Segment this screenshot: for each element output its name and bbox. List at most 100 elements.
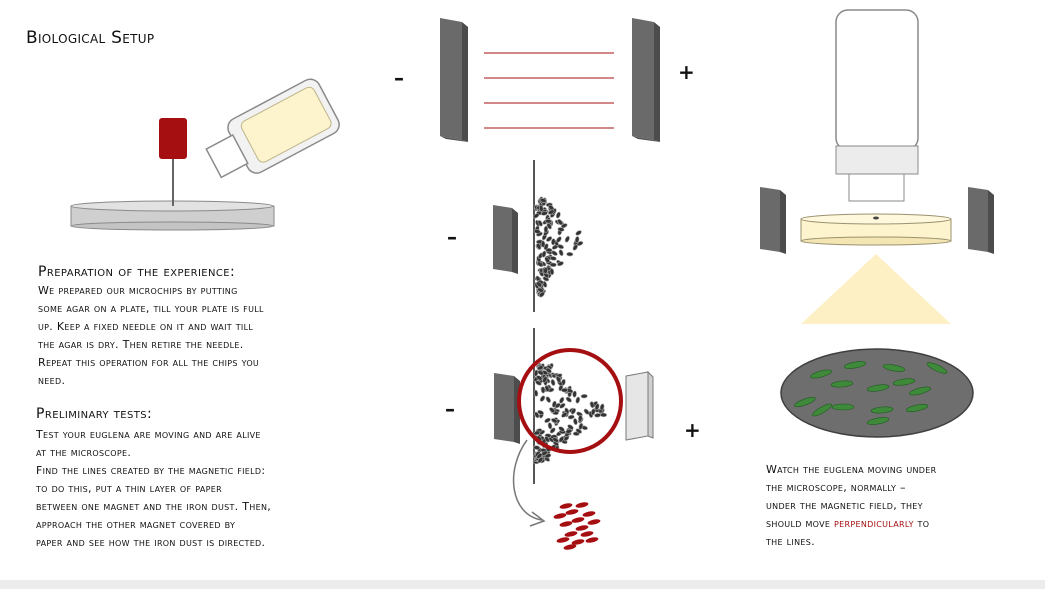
tests-line: to do this, put a thin layer of paper	[36, 482, 222, 495]
euglena	[810, 369, 832, 379]
plus-sign: +	[684, 418, 701, 442]
preparation-heading: Preparation of the experience:	[38, 264, 236, 280]
iron-particle	[549, 407, 556, 413]
iron-particle	[538, 291, 545, 298]
magnified-particle	[587, 519, 601, 525]
iron-particle	[573, 418, 578, 426]
iron-particle	[537, 287, 544, 293]
tests-line: Find the lines created by the magnetic f…	[36, 464, 266, 477]
iron-dust-cluster	[532, 362, 607, 465]
magnified-particle	[556, 537, 570, 543]
magnified-particle	[559, 521, 573, 527]
light-beam	[801, 254, 951, 324]
magnifier-circle	[517, 348, 623, 454]
iron-dust-test-2	[494, 328, 654, 550]
iron-particle	[549, 427, 556, 434]
iron-particle	[560, 223, 568, 229]
euglena	[892, 378, 916, 386]
iron-particle	[542, 376, 548, 383]
iron-particle	[534, 411, 540, 419]
iron-particle	[567, 424, 574, 430]
magnified-particle	[565, 509, 579, 515]
euglena	[905, 403, 929, 413]
tests-line: at the microscope.	[36, 446, 132, 459]
iron-particle	[533, 369, 539, 377]
iron-particle	[570, 408, 577, 415]
watch-text-part: to	[913, 517, 930, 530]
iron-particle	[558, 249, 564, 257]
iron-particle	[555, 376, 562, 383]
iron-particle	[599, 403, 605, 411]
iron-particle	[556, 236, 562, 243]
microchip-plate	[800, 213, 952, 246]
preparation-line: Repeat this operation for all the chips …	[38, 356, 260, 369]
iron-particle	[537, 409, 544, 415]
iron-particle	[578, 414, 583, 422]
euglena	[882, 364, 906, 372]
magnified-particle	[571, 539, 585, 545]
iron-particle	[537, 370, 544, 376]
iron-particle	[551, 418, 558, 424]
tests-line: approach the other magnet covered by	[36, 518, 236, 531]
watch-text-part: should move	[766, 517, 835, 530]
iron-particle	[575, 230, 582, 236]
magnified-particle	[571, 517, 585, 523]
euglena	[794, 396, 816, 408]
euglena	[812, 403, 832, 417]
euglena	[870, 406, 894, 414]
iron-particle	[572, 390, 577, 398]
preparation-text: We prepared our microchips by putting so…	[38, 282, 368, 390]
euglena	[926, 362, 948, 374]
iron-particle	[594, 413, 602, 418]
iron-particle	[574, 236, 580, 244]
iron-particle	[541, 250, 547, 258]
arrow	[512, 439, 543, 521]
euglena-group	[794, 361, 948, 425]
preparation-line: need.	[38, 374, 66, 387]
watch-line: should move perpendicularly to	[766, 515, 1026, 533]
iron-particle	[594, 403, 600, 411]
tests-line: Test your euglena are moving and are ali…	[36, 428, 261, 441]
iron-dust-test-1	[493, 160, 584, 312]
microscope-magnets	[760, 187, 994, 254]
agar-bottle	[205, 78, 340, 179]
iron-particle	[600, 412, 607, 418]
iron-particle	[552, 437, 559, 443]
minus-sign: –	[394, 66, 404, 90]
watch-line: the microscope, normally –	[766, 481, 906, 494]
iron-particle	[543, 267, 548, 275]
tests-line: between one magnet and the iron dust. Th…	[36, 500, 272, 513]
iron-particle	[533, 430, 541, 436]
iron-particle	[533, 229, 541, 234]
preparation-line: We prepared our microchips by putting	[38, 284, 238, 297]
iron-particle	[559, 396, 565, 404]
iron-particle	[557, 261, 564, 267]
iron-particle	[547, 422, 553, 430]
microscope	[835, 9, 919, 202]
agar-plate	[70, 200, 275, 231]
euglena	[831, 403, 855, 411]
tests-line: paper and see how the iron dust is direc…	[36, 536, 266, 549]
minus-sign: –	[447, 225, 457, 249]
iron-dust-cluster	[532, 196, 584, 298]
iron-particle	[539, 198, 547, 203]
iron-particle	[544, 256, 550, 264]
iron-particle	[575, 396, 581, 404]
iron-particle	[565, 428, 573, 434]
minus-sign: –	[445, 397, 455, 421]
microscope-view	[780, 348, 974, 438]
iron-particle	[533, 389, 539, 397]
iron-particle	[550, 379, 556, 386]
page-title: Biological Setup	[26, 28, 155, 48]
iron-particle	[580, 393, 588, 399]
magnified-particle	[559, 503, 573, 509]
iron-particle	[558, 436, 565, 443]
euglena	[866, 417, 890, 425]
iron-particle	[589, 401, 595, 409]
euglena	[830, 380, 854, 388]
tests-heading: Preliminary tests:	[36, 406, 153, 422]
iron-particle	[538, 204, 544, 212]
magnified-particle	[582, 511, 596, 517]
magnified-particles	[553, 502, 601, 550]
